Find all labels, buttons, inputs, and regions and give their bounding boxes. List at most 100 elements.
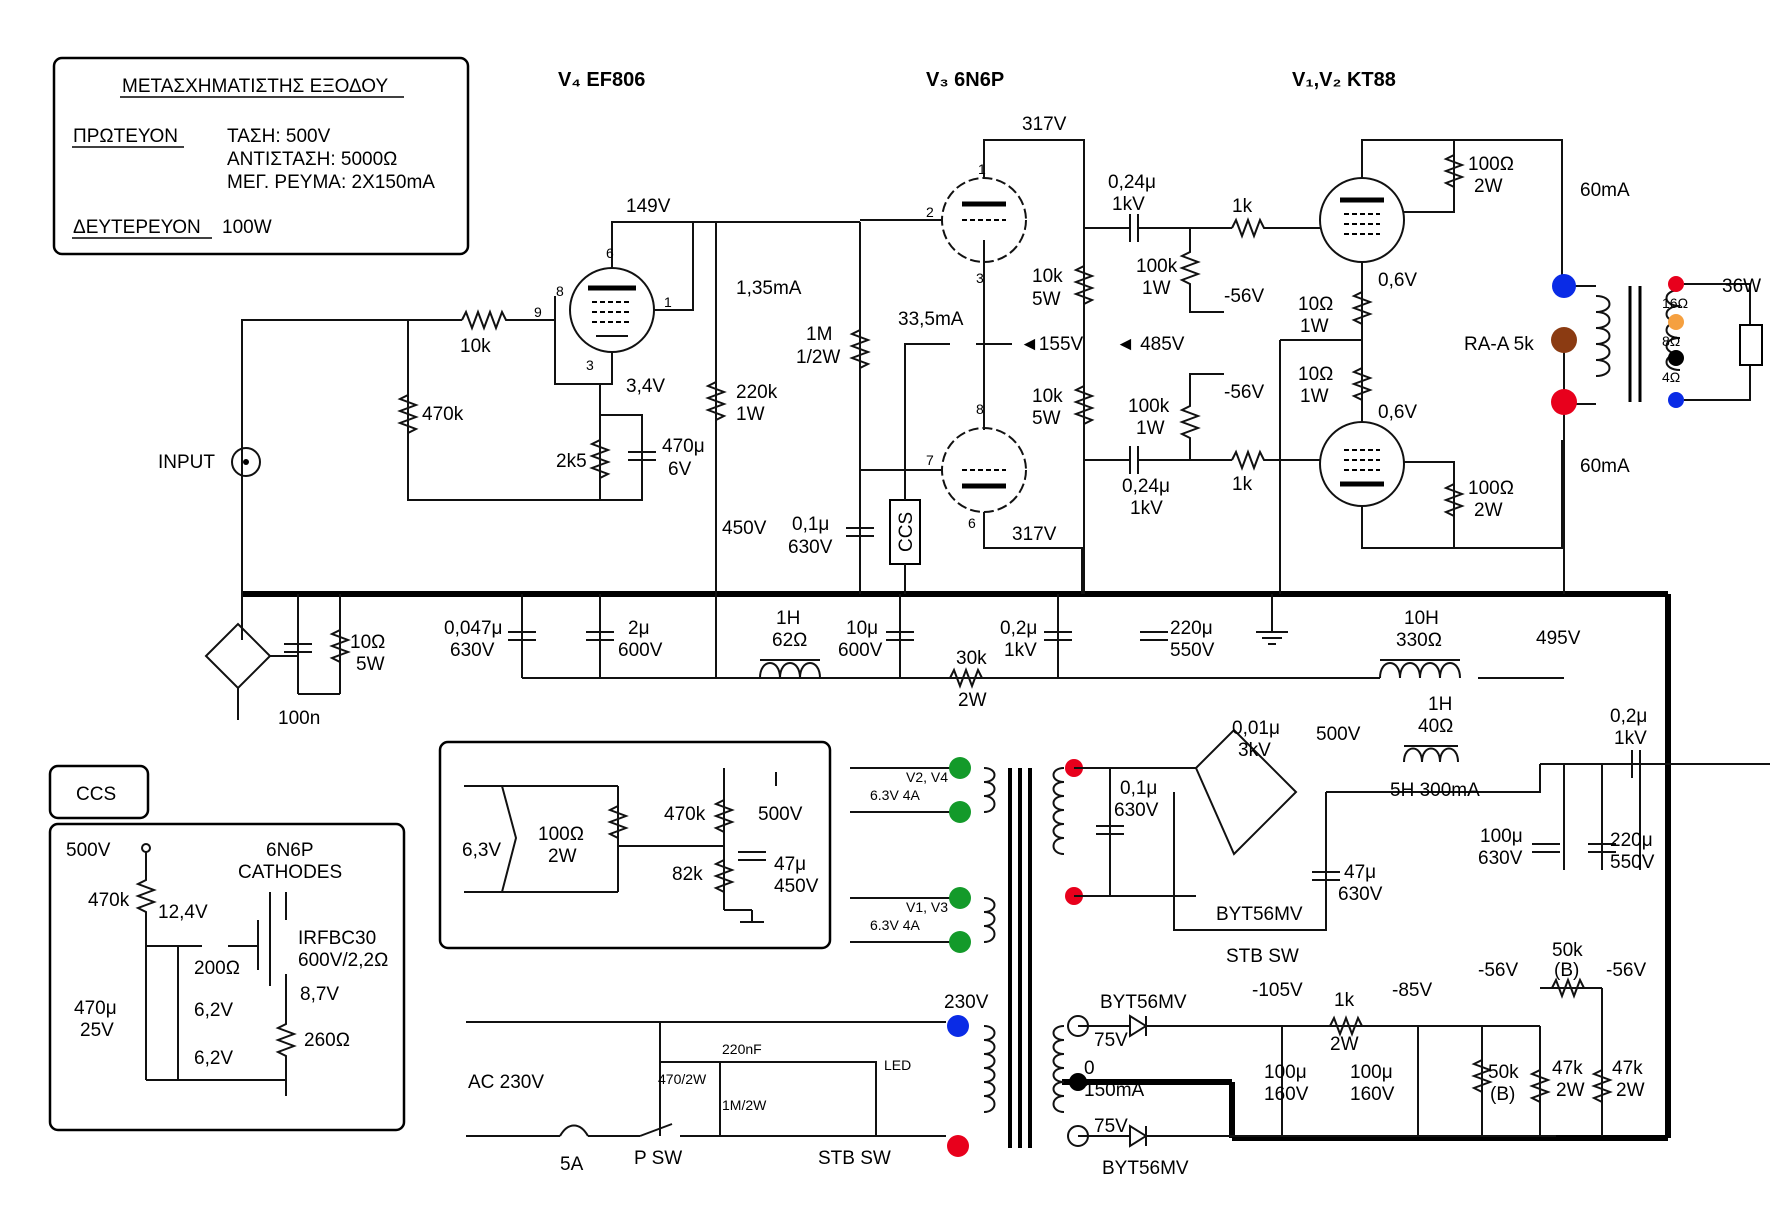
ot-terminal-red <box>1551 389 1577 415</box>
out-0-terminal[interactable] <box>1668 392 1684 408</box>
svg-text:630V: 630V <box>450 640 495 661</box>
c-47u-630 <box>1312 871 1340 881</box>
v12-label: V₁,V₂ KT88 <box>1292 69 1396 91</box>
svg-text:1M: 1M <box>806 324 832 345</box>
c-02u-1kv <box>1631 750 1641 778</box>
svg-text:6: 6 <box>968 515 976 531</box>
svg-text:149V: 149V <box>626 196 671 217</box>
c-470u-cathode <box>628 451 656 461</box>
power-switch[interactable] <box>639 1123 673 1137</box>
svg-text:75V: 75V <box>1094 1116 1128 1137</box>
r-100r-2w-a <box>1443 154 1465 188</box>
svg-text:317V: 317V <box>1022 114 1067 135</box>
svg-text:500V: 500V <box>758 804 803 825</box>
out-4-terminal[interactable] <box>1668 350 1684 366</box>
svg-text:1M/2W: 1M/2W <box>722 1097 767 1113</box>
svg-text:1: 1 <box>664 294 672 310</box>
svg-text:630V: 630V <box>788 537 833 558</box>
svg-text:6,2V: 6,2V <box>194 1048 233 1069</box>
svg-text:(B): (B) <box>1490 1084 1515 1105</box>
heater-v2v4-term-b <box>949 801 971 823</box>
svg-text:1W: 1W <box>736 404 765 425</box>
svg-text:47k: 47k <box>1552 1058 1583 1079</box>
svg-text:630V: 630V <box>1338 884 1383 905</box>
svg-text:160V: 160V <box>1264 1084 1309 1105</box>
box-secondary-label: ΔΕΥΤΕΡΕΥΟΝ <box>73 217 201 238</box>
svg-text:10Ω: 10Ω <box>1298 294 1333 315</box>
svg-text:◄155V: ◄155V <box>1020 334 1084 355</box>
svg-text:6,2V: 6,2V <box>194 1000 233 1021</box>
r-50k-b-pot[interactable] <box>1471 1059 1493 1093</box>
svg-text:1k: 1k <box>1232 196 1253 217</box>
r-1m <box>849 329 871 369</box>
box-resistance: ΑΝΤΙΣΤΑΣΗ: 5000Ω <box>227 149 397 170</box>
svg-text:500V: 500V <box>1316 724 1361 745</box>
r-10r-1w-b <box>1351 367 1373 401</box>
svg-text:230V: 230V <box>944 992 989 1013</box>
box-voltage: ΤΑΣΗ: 500V <box>227 126 331 147</box>
r-50k-b-balance[interactable] <box>1551 977 1585 999</box>
out-16-terminal[interactable] <box>1668 276 1684 292</box>
svg-text:AC 230V: AC 230V <box>468 1072 544 1093</box>
ground-bus <box>242 591 1671 1141</box>
svg-text:100μ: 100μ <box>1480 826 1523 847</box>
r-30k <box>949 667 983 689</box>
svg-text:-105V: -105V <box>1252 980 1303 1001</box>
ot-terminal-brown <box>1551 327 1577 353</box>
output-transformer-box: ΜΕΤΑΣΧΗΜΑΤΙΣΤΗΣ ΕΞΟΔΟΥ ΠΡΩΤΕΥΟΝ ΤΑΣΗ: 50… <box>52 56 470 256</box>
svg-text:0,1μ: 0,1μ <box>792 514 829 535</box>
svg-text:5W: 5W <box>1032 408 1061 429</box>
svg-text:1k: 1k <box>1334 990 1355 1011</box>
r-220k <box>705 381 727 421</box>
r-1k-grid-b <box>1231 449 1318 471</box>
svg-text:10Ω: 10Ω <box>1298 364 1333 385</box>
diode-byt-b <box>1129 1124 1148 1148</box>
bias-term-75a <box>1067 1015 1089 1037</box>
c-01u-hv <box>1096 825 1124 835</box>
svg-text:1kV: 1kV <box>1004 640 1037 661</box>
svg-text:600V: 600V <box>618 640 663 661</box>
svg-text:470/2W: 470/2W <box>658 1071 707 1087</box>
ot-terminal-blue <box>1552 274 1576 298</box>
svg-text:160V: 160V <box>1350 1084 1395 1105</box>
svg-text:8,7V: 8,7V <box>300 984 339 1005</box>
output-transformer <box>1595 286 1681 402</box>
r-10k-5w-a <box>1073 265 1095 305</box>
svg-text:V2, V4: V2, V4 <box>906 769 948 785</box>
out-8-terminal[interactable] <box>1668 314 1684 330</box>
svg-text:0,01μ: 0,01μ <box>1232 718 1280 739</box>
svg-text:220μ: 220μ <box>1610 830 1653 851</box>
svg-text:470k: 470k <box>88 890 130 911</box>
svg-text:1W: 1W <box>1142 278 1171 299</box>
svg-text:-56V: -56V <box>1224 286 1264 307</box>
svg-text:50k: 50k <box>1488 1062 1519 1083</box>
input-jack[interactable] <box>231 447 261 477</box>
svg-text:10k: 10k <box>460 336 491 357</box>
box-primary-label: ΠΡΩΤΕΥΟΝ <box>73 126 178 147</box>
fuse <box>559 1124 589 1137</box>
svg-text:62Ω: 62Ω <box>772 630 807 651</box>
svg-text:600V/2,2Ω: 600V/2,2Ω <box>298 950 388 971</box>
r-1k-2w <box>1329 1015 1363 1037</box>
svg-text:STB SW: STB SW <box>1226 946 1299 967</box>
r-2k5 <box>589 439 611 479</box>
svg-text:33,5mA: 33,5mA <box>898 309 964 330</box>
svg-text:16Ω: 16Ω <box>1662 295 1688 311</box>
svg-text:10k: 10k <box>1032 386 1063 407</box>
r-1k-grid-a <box>1231 217 1318 239</box>
c-100u-630 <box>1532 843 1560 853</box>
heater-v1v3-term-a <box>949 887 971 909</box>
svg-text:470μ: 470μ <box>74 998 117 1019</box>
svg-text:600V: 600V <box>838 640 883 661</box>
svg-text:BYT56MV: BYT56MV <box>1216 904 1303 925</box>
svg-text:P SW: P SW <box>634 1148 682 1169</box>
svg-text:220nF: 220nF <box>722 1041 762 1057</box>
svg-text:100Ω: 100Ω <box>1468 478 1514 499</box>
diode-byt-a <box>1129 1014 1148 1038</box>
svg-text:1kV: 1kV <box>1614 728 1647 749</box>
svg-text:47μ: 47μ <box>774 854 806 875</box>
svg-text:6,3V: 6,3V <box>462 840 501 861</box>
r-47k-b <box>1591 1069 1613 1103</box>
speaker <box>1739 324 1763 366</box>
c-2u <box>586 631 614 641</box>
